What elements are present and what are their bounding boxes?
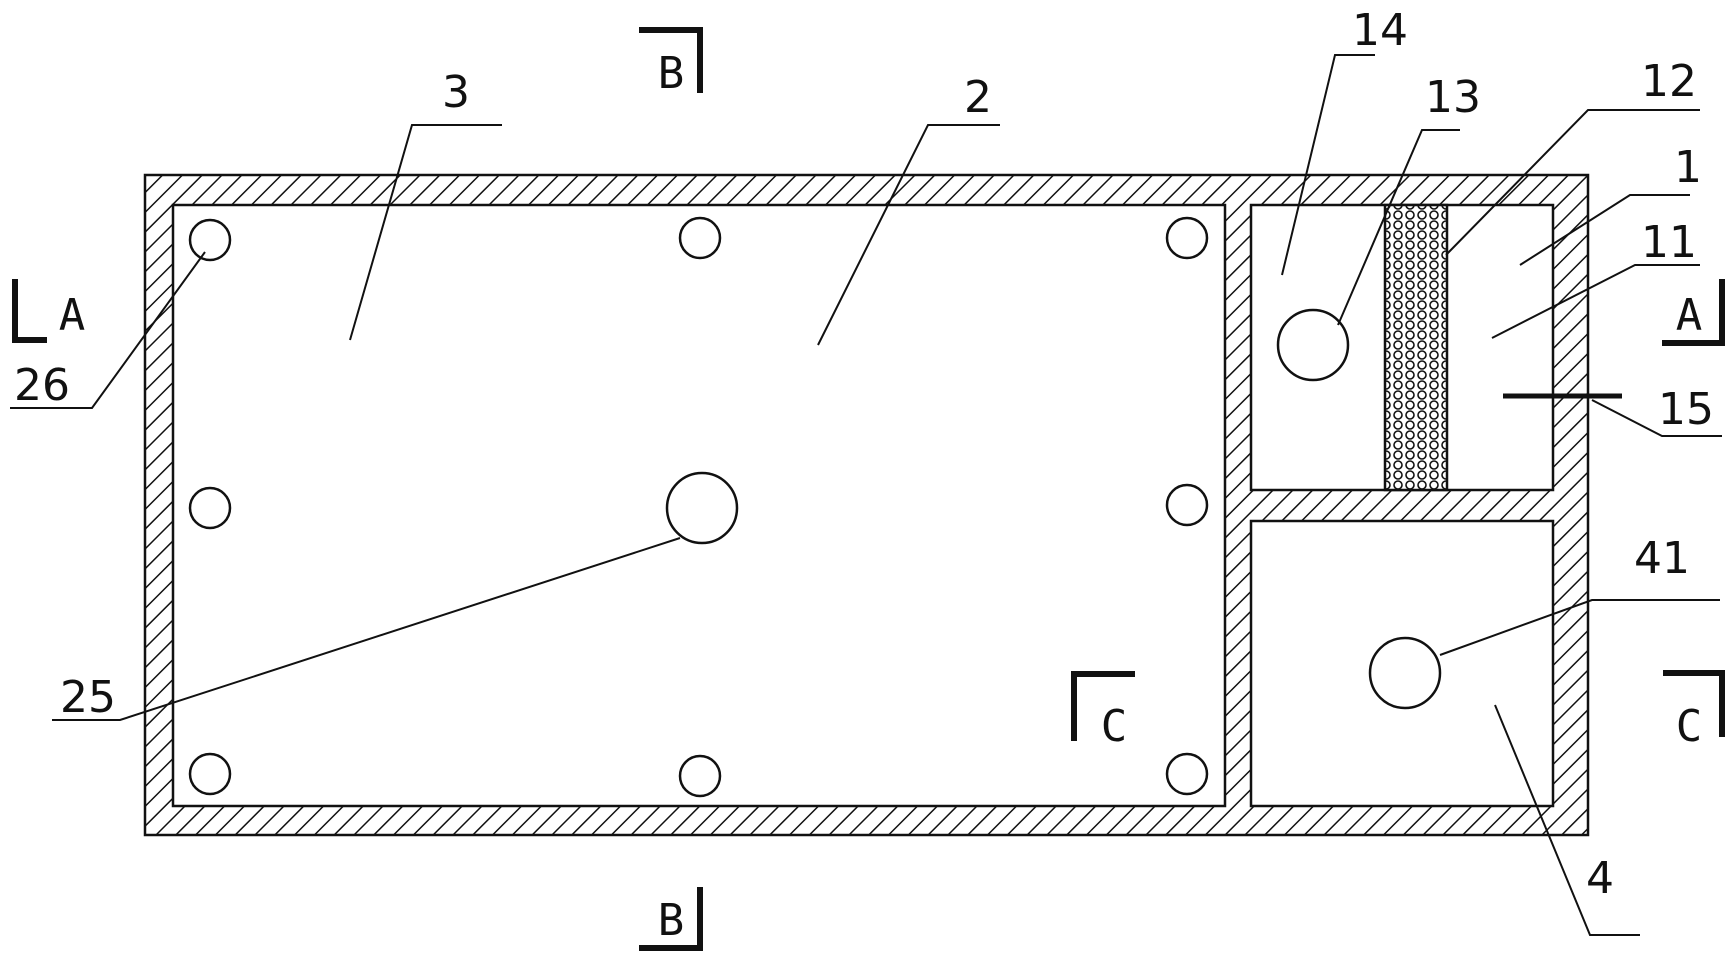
- label-12: 12: [1641, 56, 1697, 107]
- section-label-a: A: [1676, 290, 1703, 341]
- label-15: 15: [1658, 384, 1714, 435]
- label-25: 25: [60, 672, 116, 723]
- hatched-wall: [143, 173, 1590, 837]
- label-3: 3: [442, 67, 470, 118]
- section-mark-a-left: A: [12, 279, 86, 343]
- hole-13: [1276, 308, 1350, 382]
- hole: [188, 486, 232, 530]
- label-26: 26: [14, 360, 70, 411]
- center-hole: [665, 471, 739, 545]
- hole: [188, 218, 232, 262]
- label-2: 2: [964, 72, 992, 123]
- section-label-a: A: [59, 290, 86, 341]
- label-1: 1: [1674, 142, 1702, 193]
- hole: [1165, 483, 1209, 527]
- label-41: 41: [1634, 533, 1690, 584]
- label-11: 11: [1641, 217, 1697, 268]
- label-14: 14: [1352, 5, 1408, 56]
- section-label-c: C: [1101, 701, 1128, 752]
- section-label-c: C: [1676, 701, 1703, 752]
- label-13: 13: [1425, 72, 1481, 123]
- hole-41: [1368, 636, 1442, 710]
- leader-lines: [10, 54, 1722, 936]
- section-mark-a-right: A: [1662, 279, 1725, 346]
- hole: [678, 216, 722, 260]
- section-label-b: B: [658, 48, 685, 99]
- label-4: 4: [1586, 853, 1614, 904]
- filter-mesh: [1383, 203, 1449, 492]
- section-mark-b-top: B: [639, 27, 703, 99]
- hole: [188, 752, 232, 796]
- hole: [1165, 752, 1209, 796]
- section-mark-c-right: C: [1663, 670, 1725, 752]
- hole: [1165, 216, 1209, 260]
- hole: [678, 754, 722, 798]
- section-label-b: B: [658, 895, 685, 946]
- section-mark-b-bottom: B: [639, 887, 703, 951]
- section-mark-c-left: C: [1071, 671, 1135, 752]
